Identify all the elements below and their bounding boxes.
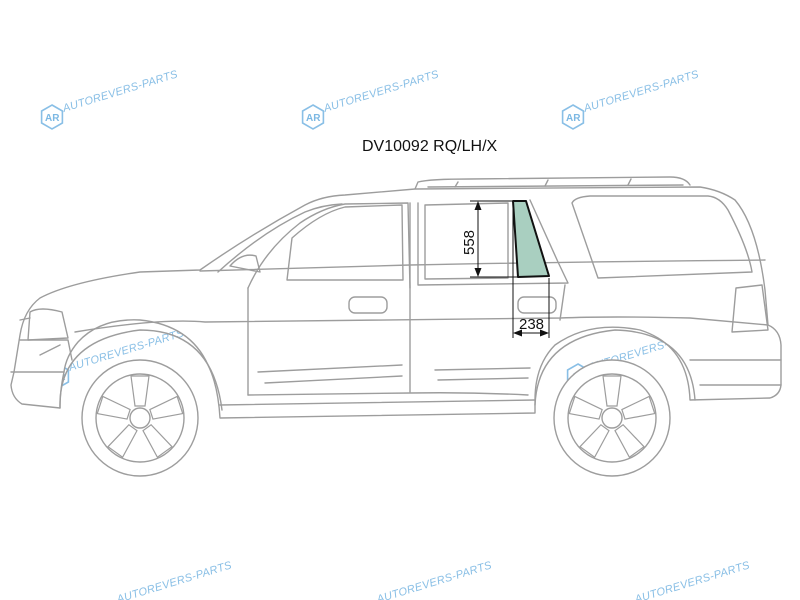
watermark-logo: AR AUTOREVERS-PARTS	[301, 68, 441, 130]
watermark-text: AUTOREVERS-PARTS	[374, 559, 493, 600]
watermark-text: AUTOREVERS-PARTS	[632, 559, 751, 600]
watermark-logo: AUTOREVERS-PARTS	[374, 559, 493, 600]
rear-quarter-window	[571, 195, 753, 279]
roof-rack-rail	[427, 184, 684, 188]
watermark-text: AUTOREVERS-PARTS	[114, 559, 233, 600]
roof-rack	[414, 176, 691, 190]
watermark-text: AUTOREVERS-PARTS	[321, 68, 440, 115]
suv-outline	[10, 176, 782, 419]
watermark-logo-letters: AR	[566, 113, 581, 124]
watermark-text: AUTOREVERS-PARTS	[581, 68, 700, 115]
part-number-title: DV10092 RQ/LH/X	[362, 138, 498, 155]
watermark-logo: AR AUTOREVERS-PARTS	[40, 68, 180, 130]
watermark-logo: AUTOREVERS-PARTS	[632, 559, 751, 600]
car-body	[10, 186, 782, 419]
watermark-logo: AR AUTOREVERS-PARTS	[561, 68, 701, 130]
front-wheel	[81, 359, 199, 477]
width-dimension: 238	[512, 203, 550, 338]
front-door-window	[286, 204, 404, 281]
height-dimension: 558	[461, 200, 517, 278]
watermark-logo-letters: AR	[45, 113, 60, 124]
highlighted-glass-part	[512, 200, 550, 278]
headlight	[27, 308, 69, 341]
width-dimension-label: 238	[519, 316, 544, 333]
watermark-logo-letters: AR	[306, 113, 321, 124]
rear-wheel	[553, 359, 671, 477]
height-dimension-label: 558	[461, 230, 478, 255]
taillight	[731, 284, 769, 333]
rear-door-window	[424, 202, 509, 280]
watermark-text: AUTOREVERS-PARTS	[60, 68, 179, 115]
watermark-logo: AUTOREVERS-PARTS	[114, 559, 233, 600]
